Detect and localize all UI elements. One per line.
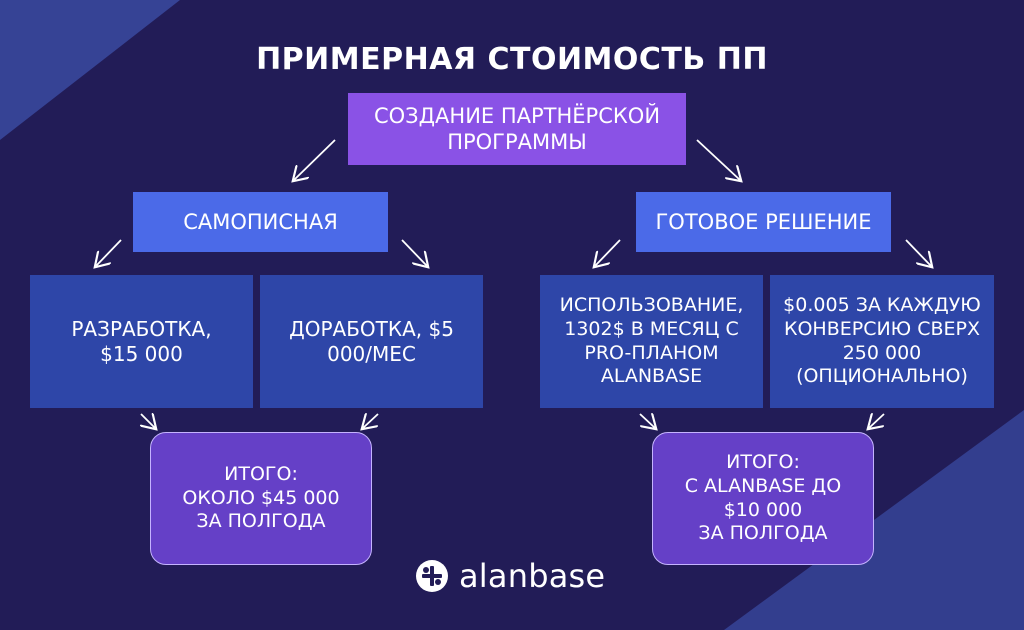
arrow-right-to-leaf-3 — [595, 239, 621, 266]
alanbase-logo-text: alanbase — [459, 557, 606, 595]
arrow-leaf-3-to-total — [639, 414, 655, 428]
total-node-custom: ИТОГО: ОКОЛО $45 000 ЗА ПОЛГОДА — [150, 432, 372, 565]
leaf-node-development: РАЗРАБОТКА, $15 000 — [30, 275, 253, 408]
arrow-leaf-1-to-total — [141, 414, 155, 428]
leaf-node-maintenance: ДОРАБОТКА, $5 000/МЕС — [260, 275, 483, 408]
arrow-root-to-right — [696, 139, 740, 180]
branch-node-ready-solution: ГОТОВОЕ РЕШЕНИЕ — [636, 192, 891, 252]
leaf-node-conversion-fee: $0.005 ЗА КАЖДУЮ КОНВЕРСИЮ СВЕРХ 250 000… — [770, 275, 994, 408]
alanbase-logo-icon — [416, 560, 448, 592]
arrow-right-to-leaf-4 — [905, 239, 931, 266]
branch-node-custom: САМОПИСНАЯ — [133, 192, 388, 252]
total-node-ready-solution: ИТОГО: С ALANBASE ДО $10 000 ЗА ПОЛГОДА — [652, 432, 874, 565]
slide-title: ПРИМЕРНАЯ СТОИМОСТЬ ПП — [256, 42, 768, 77]
leaf-node-usage: ИСПОЛЬЗОВАНИЕ, 1302$ В МЕСЯЦ С PRO-ПЛАНО… — [540, 275, 763, 408]
arrow-leaf-4-to-total — [869, 414, 885, 428]
alanbase-logo: alanbase — [415, 555, 605, 597]
arrow-leaf-2-to-total — [363, 414, 379, 428]
arrow-left-to-leaf-1 — [96, 239, 122, 266]
arrow-left-to-leaf-2 — [401, 239, 427, 266]
arrow-root-to-left — [294, 139, 336, 180]
root-node: СОЗДАНИЕ ПАРТНЁРСКОЙ ПРОГРАММЫ — [348, 93, 686, 165]
